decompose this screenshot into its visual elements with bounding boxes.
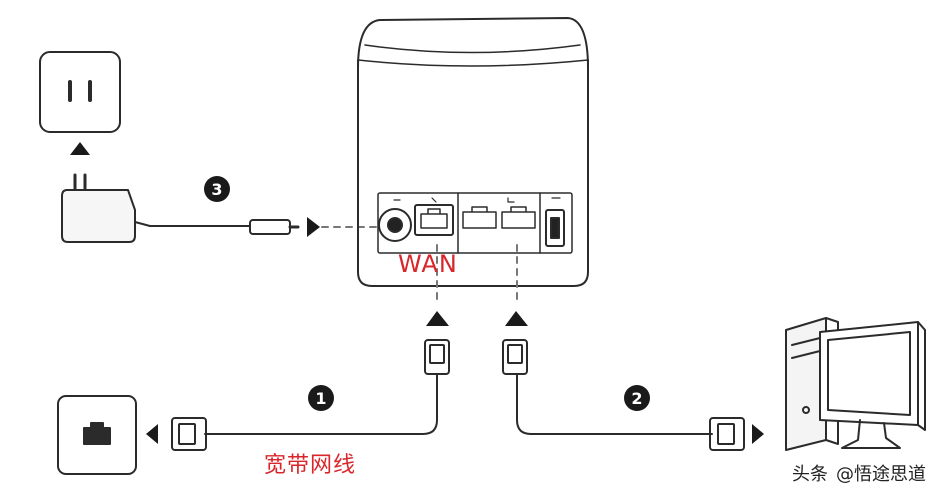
watermark-source: 头条 xyxy=(792,464,828,485)
watermark-account: @悟途思道 xyxy=(836,464,926,485)
router-icon xyxy=(357,17,589,287)
broadband-cable-label: 宽带网线 xyxy=(264,453,357,478)
wall-lan-port-icon xyxy=(57,395,137,475)
arrow-to-computer xyxy=(752,424,764,444)
desktop-computer-icon xyxy=(785,317,926,451)
watermark: 头条 @悟途思道 xyxy=(792,460,926,486)
wan-label: WAN xyxy=(398,250,458,278)
step-number-2: 2 xyxy=(631,389,642,408)
step-badge-3 xyxy=(204,176,230,202)
step-number-3: 3 xyxy=(211,180,222,199)
step-number-1: 1 xyxy=(315,389,326,408)
arrow-to-power-port xyxy=(307,217,320,237)
arrow-up-to-socket xyxy=(70,142,90,155)
rj45-plug-icon xyxy=(709,417,745,451)
arrow-up-to-wan xyxy=(426,311,449,326)
step-badge-2 xyxy=(624,385,650,411)
step-badge-1 xyxy=(308,385,334,411)
barrel-plug-icon xyxy=(249,219,300,235)
arrow-to-wall-port xyxy=(146,424,158,444)
rj45-plug-icon xyxy=(424,339,450,375)
lan-cable xyxy=(516,373,713,435)
power-socket-icon xyxy=(39,51,121,133)
arrow-up-to-lan xyxy=(505,311,528,326)
rj45-plug-icon xyxy=(502,339,528,375)
power-adapter-icon xyxy=(61,173,151,243)
wan-cable xyxy=(204,373,438,435)
rj45-plug-icon xyxy=(171,417,207,451)
